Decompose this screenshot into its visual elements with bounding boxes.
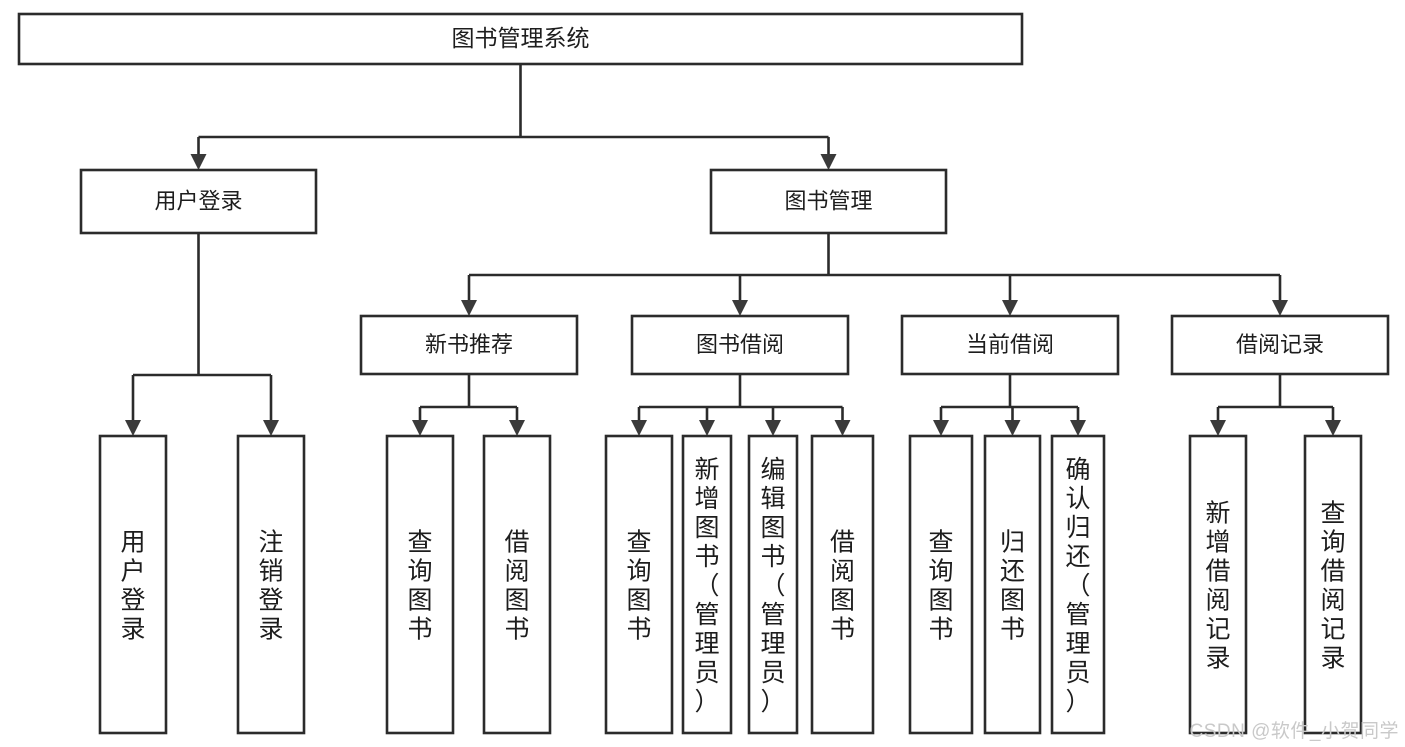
- arrowhead-icon: [933, 420, 949, 436]
- node-layer: 图书管理系统用户登录图书管理新书推荐图书借阅当前借阅借阅记录用户登录注销登录查询…: [17, 12, 1390, 735]
- leaf-leaf-logout[interactable]: 注销登录: [236, 434, 306, 735]
- leaf-label: 新增图书（管理员）: [694, 456, 719, 716]
- arrowhead-icon: [1272, 300, 1288, 316]
- node-level3-new-book-rec[interactable]: 新书推荐: [359, 314, 579, 376]
- node-label: 图书借阅: [696, 332, 784, 357]
- leaf-leaf-query-book-3[interactable]: 查询图书: [908, 434, 974, 735]
- leaf-label: 确认归还（管理员）: [1065, 456, 1090, 716]
- arrowhead-icon: [1004, 420, 1021, 436]
- node-label: 当前借阅: [966, 332, 1054, 357]
- leaf-leaf-add-record[interactable]: 新增借阅记录: [1188, 434, 1248, 735]
- arrowhead-icon: [1070, 420, 1086, 436]
- node-label: 图书管理: [784, 188, 872, 213]
- arrowhead-icon: [509, 420, 525, 436]
- node-label: 用户登录: [154, 188, 242, 213]
- leaf-label: 编辑图书（管理员）: [760, 456, 785, 716]
- leaf-label: 归还图书: [1000, 529, 1025, 644]
- leaf-label: 查询借阅记录: [1320, 500, 1345, 673]
- leaf-leaf-add-book[interactable]: 新增图书（管理员）: [681, 434, 733, 735]
- node-level3-borrow-record[interactable]: 借阅记录: [1170, 314, 1390, 376]
- arrowhead-icon: [1002, 300, 1018, 316]
- arrowhead-icon: [190, 154, 207, 170]
- leaf-label: 查询图书: [407, 529, 432, 644]
- leaf-label: 查询图书: [928, 529, 953, 644]
- arrowhead-icon: [732, 300, 748, 316]
- arrowhead-icon: [461, 300, 477, 316]
- arrowhead-icon: [834, 420, 851, 436]
- arrowhead-icon: [631, 420, 647, 436]
- arrowhead-icon: [125, 420, 141, 436]
- leaf-label: 借阅图书: [830, 529, 855, 644]
- arrowhead-icon: [412, 420, 428, 436]
- leaf-leaf-query-record[interactable]: 查询借阅记录: [1303, 434, 1363, 735]
- leaf-leaf-borrow-book-2[interactable]: 借阅图书: [810, 434, 875, 735]
- leaf-leaf-user-login[interactable]: 用户登录: [98, 434, 168, 735]
- watermark-text: CSDN @软件_小贺同学: [1189, 721, 1399, 742]
- node-level3-book-borrow[interactable]: 图书借阅: [630, 314, 850, 376]
- node-label: 图书管理系统: [452, 25, 590, 51]
- leaf-leaf-query-book-1[interactable]: 查询图书: [385, 434, 455, 735]
- node-level3-current-borrow[interactable]: 当前借阅: [900, 314, 1120, 376]
- node-level2-user-login[interactable]: 用户登录: [79, 168, 318, 235]
- arrowhead-icon: [263, 420, 279, 436]
- leaf-label: 新增借阅记录: [1205, 500, 1230, 673]
- arrowhead-icon: [820, 154, 837, 170]
- leaf-label: 注销登录: [258, 529, 283, 644]
- leaf-leaf-borrow-book-1[interactable]: 借阅图书: [482, 434, 552, 735]
- leaf-leaf-confirm-return[interactable]: 确认归还（管理员）: [1050, 434, 1106, 735]
- arrowhead-icon: [1325, 420, 1341, 436]
- node-label: 新书推荐: [425, 332, 513, 357]
- arrowhead-icon: [765, 420, 781, 436]
- leaf-label: 借阅图书: [504, 529, 529, 644]
- connector-layer: [125, 64, 1341, 436]
- leaf-label: 查询图书: [626, 529, 651, 644]
- node-label: 借阅记录: [1236, 332, 1324, 357]
- leaf-leaf-edit-book[interactable]: 编辑图书（管理员）: [747, 434, 799, 735]
- node-level2-book-manage[interactable]: 图书管理: [709, 168, 948, 235]
- leaf-leaf-query-book-2[interactable]: 查询图书: [604, 434, 674, 735]
- arrowhead-icon: [1210, 420, 1226, 436]
- leaf-leaf-return-book[interactable]: 归还图书: [983, 434, 1042, 735]
- leaf-label: 用户登录: [120, 529, 145, 644]
- arrowhead-icon: [699, 420, 715, 436]
- node-root[interactable]: 图书管理系统: [17, 12, 1024, 66]
